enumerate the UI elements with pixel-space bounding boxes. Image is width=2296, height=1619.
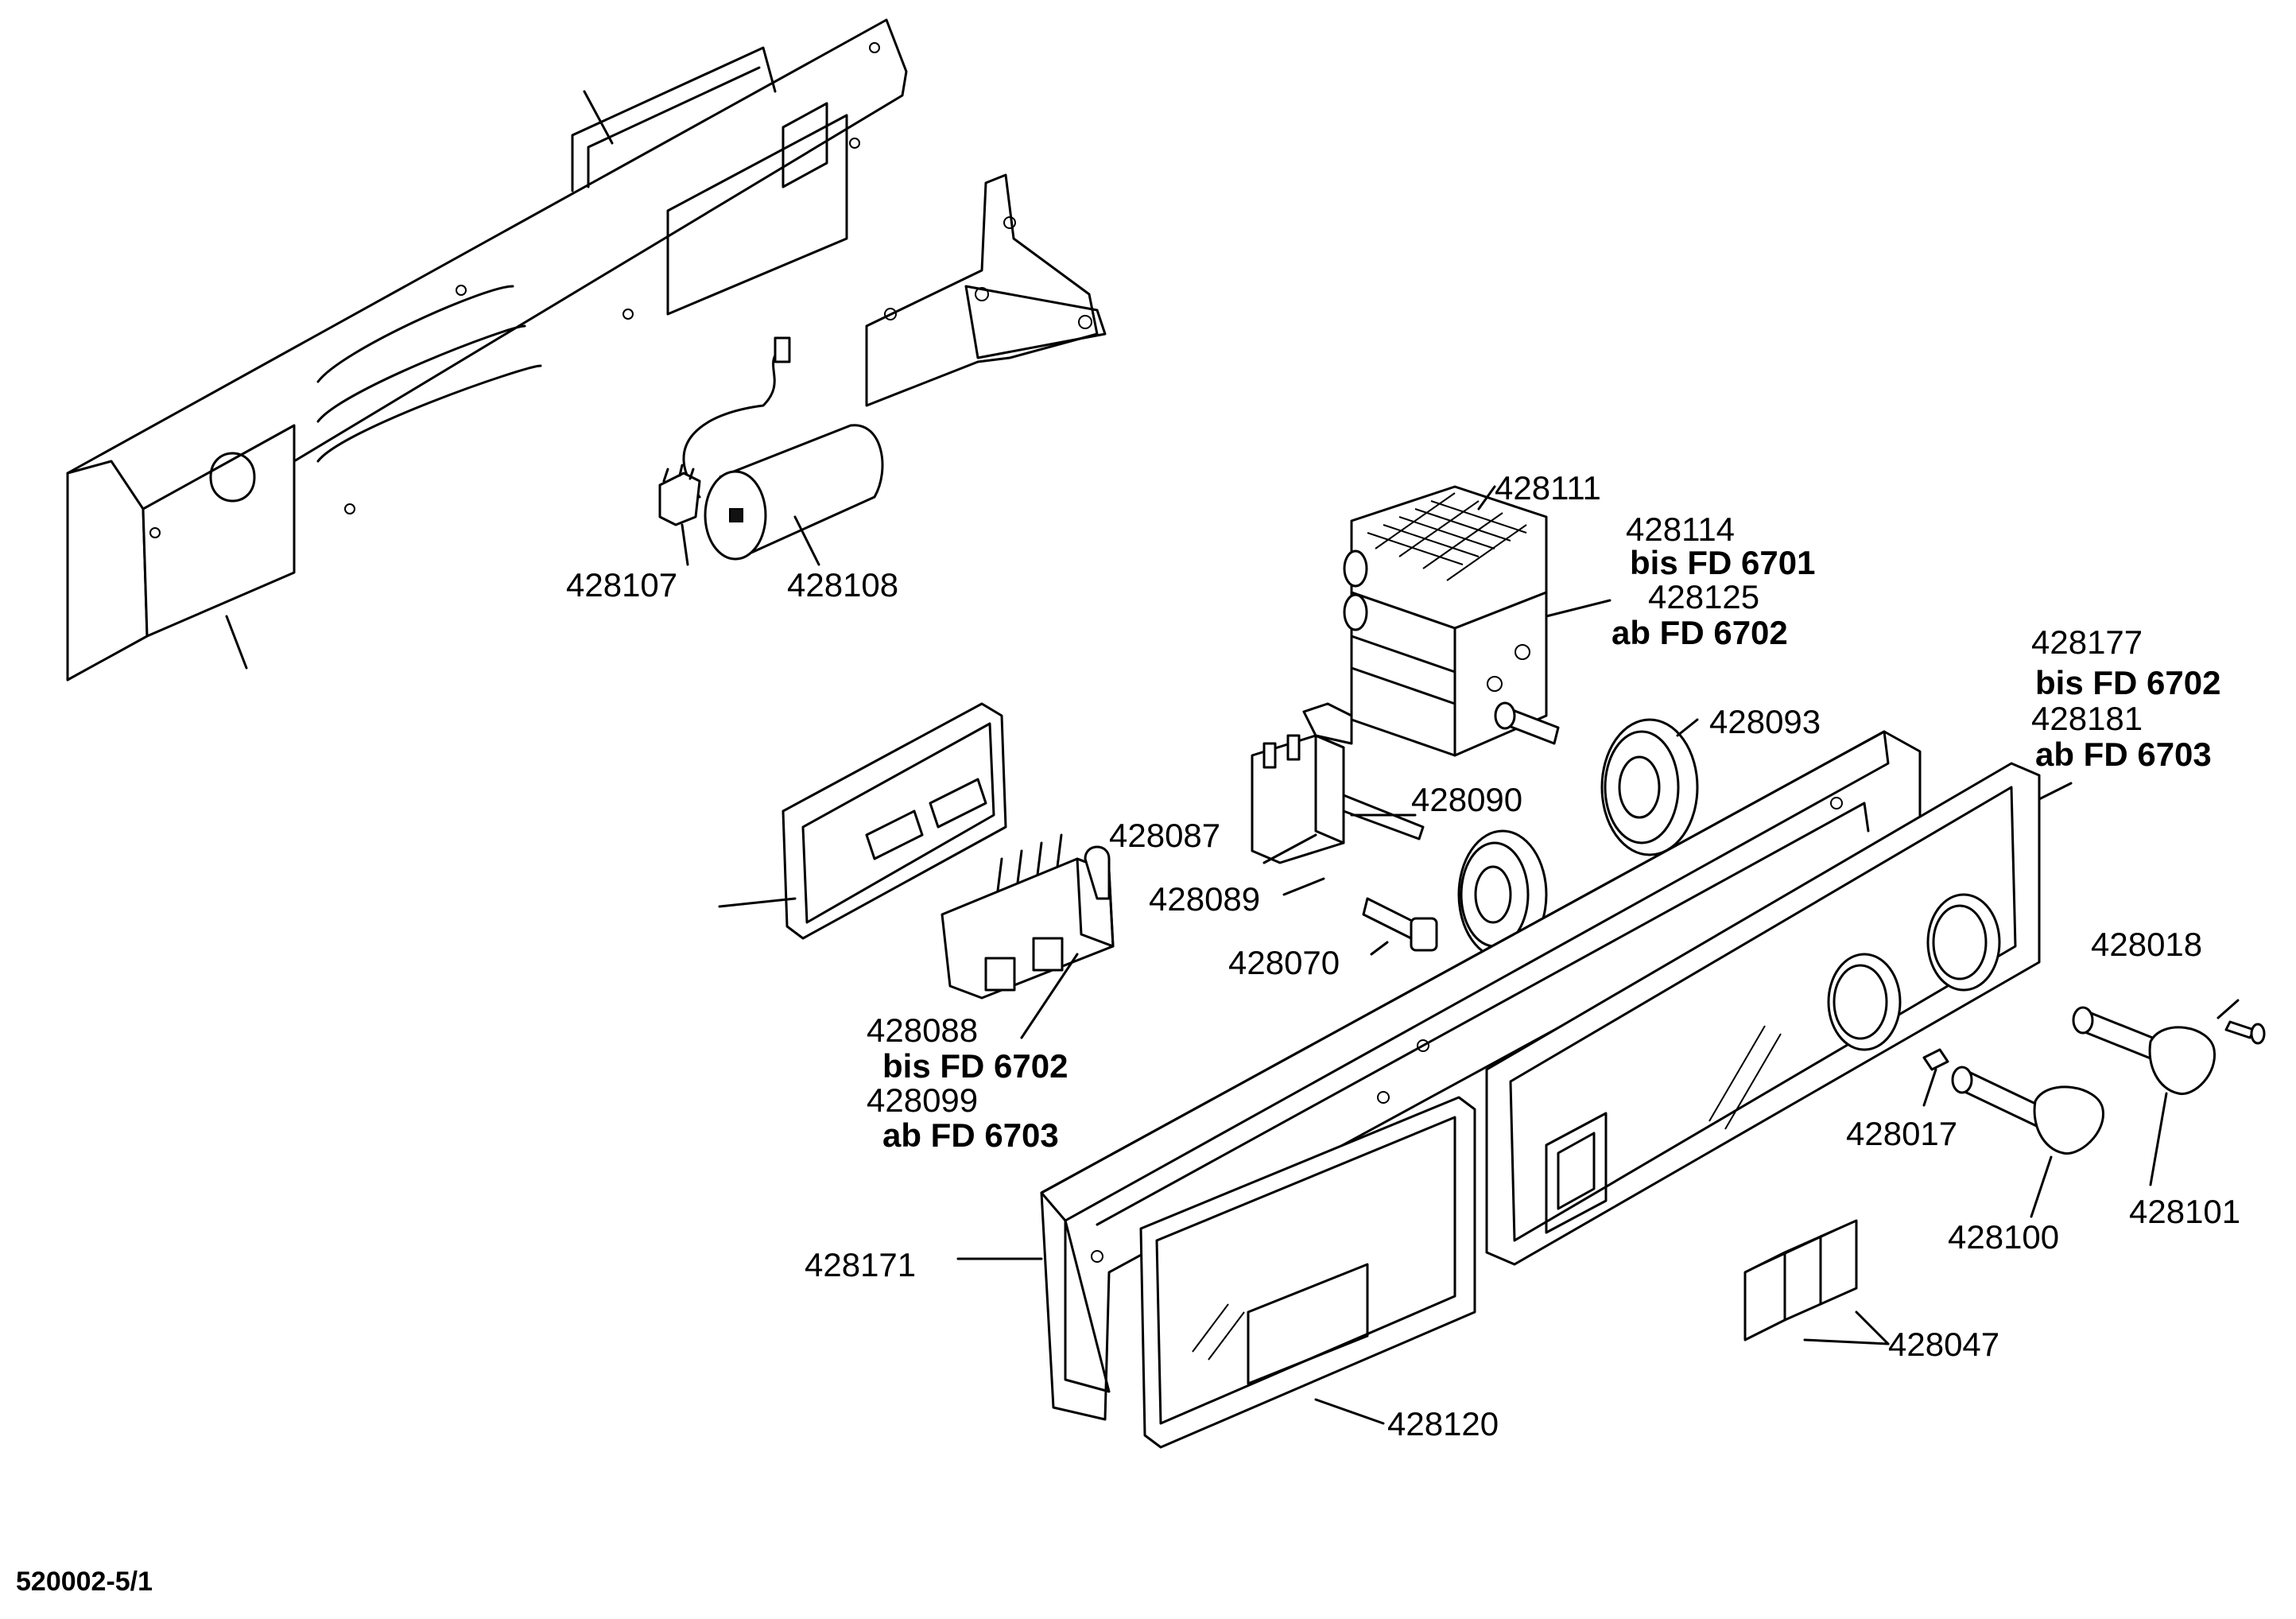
label-428017: 428017 [1846,1115,1957,1152]
label-428125-note: ab FD 6702 [1611,614,1788,651]
label-428101: 428101 [2129,1193,2240,1230]
label-428177-note: bis FD 6702 [2035,664,2220,701]
switch-bracket [718,702,1007,940]
drawing-reference: 520002-5/1 [16,1567,153,1597]
label-428108: 428108 [787,566,898,604]
screw-428018 [2224,1020,2266,1045]
indicator-lamp-428070 [1362,897,1438,952]
label-428181: 428181 [2031,700,2143,737]
label-428088-note: bis FD 6702 [882,1047,1068,1085]
label-428099: 428099 [867,1081,978,1119]
label-428088: 428088 [867,1011,978,1049]
label-428181-note: ab FD 6703 [2035,736,2212,773]
label-428120: 428120 [1387,1405,1499,1442]
label-428100: 428100 [1948,1218,2059,1256]
push-buttons-428047 [1743,1219,1858,1341]
part-labels: 428107 428108 428111 428114 bis FD 6701 … [16,469,2240,1597]
label-428107: 428107 [566,566,677,604]
fascia-frame-428171 [1040,730,1922,1421]
knob-428101 [2072,1006,2216,1095]
knob-ring-428093 [1600,718,1699,856]
angle-bracket [865,173,1107,407]
knob-428100 [1951,1066,2104,1155]
label-428090: 428090 [1411,781,1522,818]
knob-ring-428090 [1457,829,1548,960]
label-428018: 428018 [2091,926,2202,963]
label-428099-note: ab FD 6703 [882,1116,1059,1154]
label-428089: 428089 [1149,880,1260,918]
label-428047: 428047 [1888,1326,1999,1363]
label-428177: 428177 [2031,623,2143,661]
capacitor-428108 [682,336,884,561]
label-428171: 428171 [805,1246,916,1283]
clip-428017 [1922,1048,1949,1071]
label-428114-note: bis FD 6701 [1630,544,1815,581]
label-428111: 428111 [1495,469,1601,507]
rear-mounting-panel [66,18,908,681]
selector-switch-428089 [1251,702,1425,864]
panel-cover-428177 [1485,762,2041,1266]
rocker-switch-428088 [941,833,1115,1000]
label-428114: 428114 [1626,511,1735,548]
display-panel-428120 [1139,1096,1476,1449]
leader-lines [681,485,2240,1425]
label-428087: 428087 [1109,817,1220,854]
timer-428114-428125 [1343,485,1560,757]
connector-428107 [658,464,701,526]
label-428093: 428093 [1709,703,1821,740]
label-428125: 428125 [1648,578,1759,615]
label-428070: 428070 [1228,944,1340,981]
